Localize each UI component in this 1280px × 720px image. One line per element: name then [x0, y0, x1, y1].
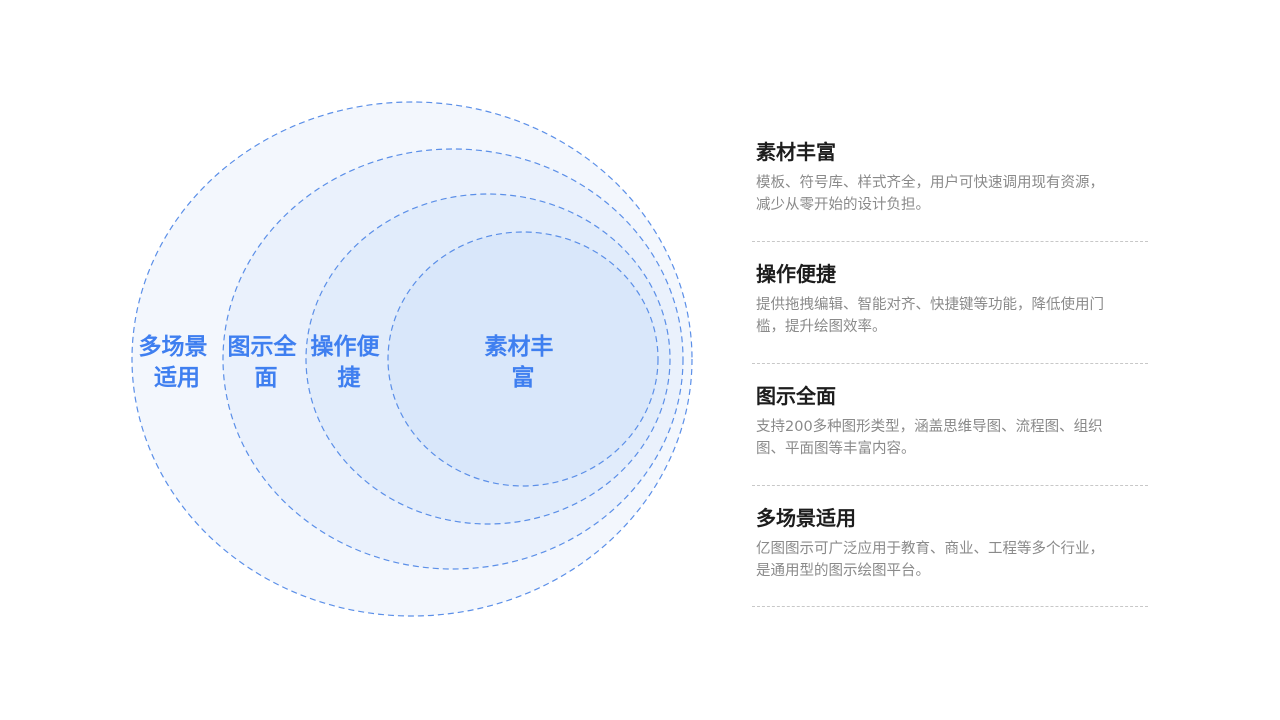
- divider: [752, 241, 1148, 242]
- feature-description: 亿图图示可广泛应用于教育、商业、工程等多个行业， 是通用型的图示绘图平台。: [756, 541, 1104, 579]
- feature-title: 多场景适用: [756, 506, 856, 530]
- feature-block-materials: 素材丰富 模板、符号库、样式齐全，用户可快速调用现有资源， 减少从零开始的设计负…: [752, 140, 1148, 216]
- nested-circles-diagram: 多场景 适用 图示全 面 操作便 捷 素材丰 富: [131, 101, 693, 617]
- divider: [752, 363, 1148, 364]
- feature-block-scenarios: 多场景适用 亿图图示可广泛应用于教育、商业、工程等多个行业， 是通用型的图示绘图…: [752, 506, 1148, 582]
- feature-description: 支持200多种图形类型，涵盖思维导图、流程图、组织 图、平面图等丰富内容。: [756, 419, 1103, 457]
- ring-label-inner: 素材丰 富: [484, 333, 561, 391]
- divider: [752, 485, 1148, 486]
- ring-label-outer: 多场景 适用: [138, 333, 215, 391]
- feature-block-coverage: 图示全面 支持200多种图形类型，涵盖思维导图、流程图、组织 图、平面图等丰富内…: [752, 384, 1148, 460]
- ring-label-third: 操作便 捷: [310, 334, 387, 391]
- feature-description: 提供拖拽编辑、智能对齐、快捷键等功能，降低使用门 槛，提升绘图效率。: [756, 297, 1104, 335]
- feature-description: 模板、符号库、样式齐全，用户可快速调用现有资源， 减少从零开始的设计负担。: [756, 175, 1104, 213]
- ring-label-second: 图示全 面: [227, 333, 304, 391]
- feature-title: 图示全面: [756, 384, 836, 408]
- divider: [752, 606, 1148, 607]
- feature-block-operation: 操作便捷 提供拖拽编辑、智能对齐、快捷键等功能，降低使用门 槛，提升绘图效率。: [752, 262, 1148, 338]
- feature-title: 素材丰富: [756, 140, 836, 164]
- feature-title: 操作便捷: [756, 262, 836, 286]
- ring-inner: [387, 231, 659, 487]
